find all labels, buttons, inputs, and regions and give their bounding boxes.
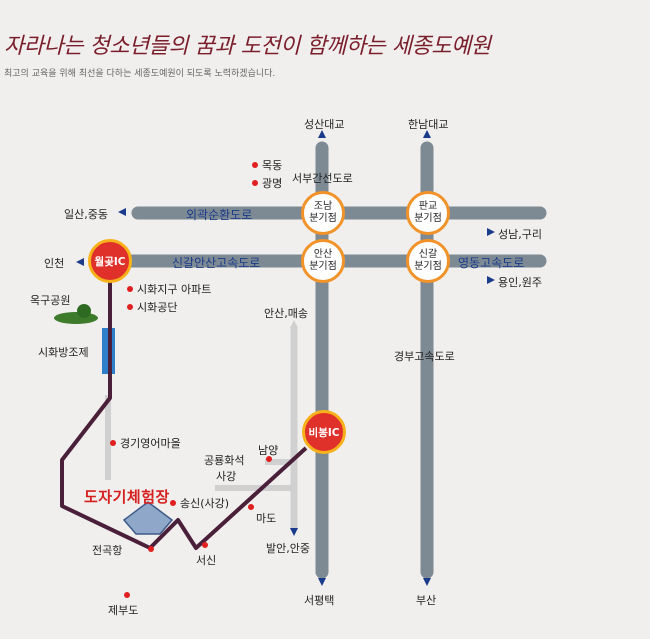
label-mokdong: 목동 [262, 159, 283, 172]
label-seosin: 서신 [196, 554, 217, 567]
label-sagang: 사강 [216, 470, 237, 483]
label-pyeongtaek: 서평택 [304, 594, 335, 607]
junction-label: 분기점 [414, 213, 442, 224]
marker-dot [252, 162, 258, 168]
bibong-ic-marker: 비봉IC [302, 410, 346, 454]
arrow-right-icon [487, 276, 495, 284]
jonam-label: 조남 [313, 201, 333, 212]
label-jebudo: 제부도 [108, 604, 139, 617]
label-namyang: 남양 [258, 444, 279, 457]
label-ansan-maesong: 안산,매송 [264, 307, 308, 320]
label-balan: 발안,안중 [266, 542, 310, 555]
label-gyeonggi-eomaeul: 경기영어마을 [120, 437, 181, 450]
junction-label: 분기점 [309, 261, 337, 272]
label-gyeongbu: 경부고속도로 [394, 350, 455, 363]
marker-dot [127, 286, 133, 292]
junction-label: 분기점 [414, 261, 442, 272]
tree-icon [77, 304, 91, 318]
okgu-park-icon [54, 312, 98, 324]
arrow-up-icon [290, 320, 298, 328]
marker-dot [148, 546, 154, 552]
label-jeongokhang: 전곡항 [92, 544, 123, 557]
label-singal-ansan: 신갈안산고속도로 [172, 256, 261, 270]
arrow-up-icon [423, 130, 431, 138]
marker-dot [110, 440, 116, 446]
arrow-up-icon [318, 130, 326, 138]
label-yongin: 용인,원주 [498, 276, 542, 289]
label-hannam: 한남대교 [408, 118, 449, 131]
label-yeongdong: 영동고속도로 [458, 256, 525, 270]
page-subtitle: 최고의 교육을 위해 최선을 다하는 세종도예원이 되도록 노력하겠습니다. [4, 69, 276, 79]
label-sihwa-complex: 시화공단 [137, 301, 178, 314]
marker-dot [127, 304, 133, 310]
label-gongryong: 공룡화석 [204, 454, 245, 467]
arrow-left-icon [118, 208, 126, 216]
marker-dot [202, 542, 208, 548]
singal-label: 신갈 [418, 249, 438, 260]
marker-dot [170, 500, 176, 506]
label-seongsan: 성산대교 [304, 118, 345, 131]
marker-dot [252, 180, 258, 186]
arrow-left-icon [76, 258, 84, 266]
label-site: 도자기체험장 [84, 488, 170, 506]
route-line [60, 278, 308, 550]
label-gwangmyeong: 광명 [262, 177, 283, 190]
label-sihwa-dam: 시화방조제 [38, 346, 89, 359]
arrow-right-icon [487, 228, 495, 236]
ceramics-building-icon [122, 501, 174, 535]
junction-label: 분기점 [309, 213, 337, 224]
arrow-down-icon [318, 578, 326, 586]
label-okgu: 옥구공원 [30, 294, 71, 307]
label-seobu: 서부간선도로 [292, 172, 353, 185]
pangyo-label: 판교 [418, 201, 438, 212]
marker-dot [248, 504, 254, 510]
arrow-down-icon [290, 528, 298, 536]
arrow-down-icon [423, 578, 431, 586]
label-mado: 마도 [256, 512, 277, 525]
ansan-label: 안산 [313, 249, 333, 260]
wolgot-ic-marker: 월곶IC [88, 239, 132, 283]
label-sihwa-apt: 시화지구 아파트 [137, 283, 212, 296]
marker-dot [266, 456, 272, 462]
label-busan: 부산 [416, 594, 437, 607]
label-seongnam: 성남,구리 [498, 228, 542, 241]
label-oegwak: 외곽순환도로 [186, 208, 253, 222]
marker-dot [124, 592, 130, 598]
label-incheon: 인천 [44, 257, 65, 270]
label-songsin: 송신(사강) [180, 497, 230, 510]
page-title: 자라나는 청소년들의 꿈과 도전이 함께하는 세종도예원 [4, 34, 491, 59]
label-ilsan: 일산,중동 [64, 208, 108, 221]
